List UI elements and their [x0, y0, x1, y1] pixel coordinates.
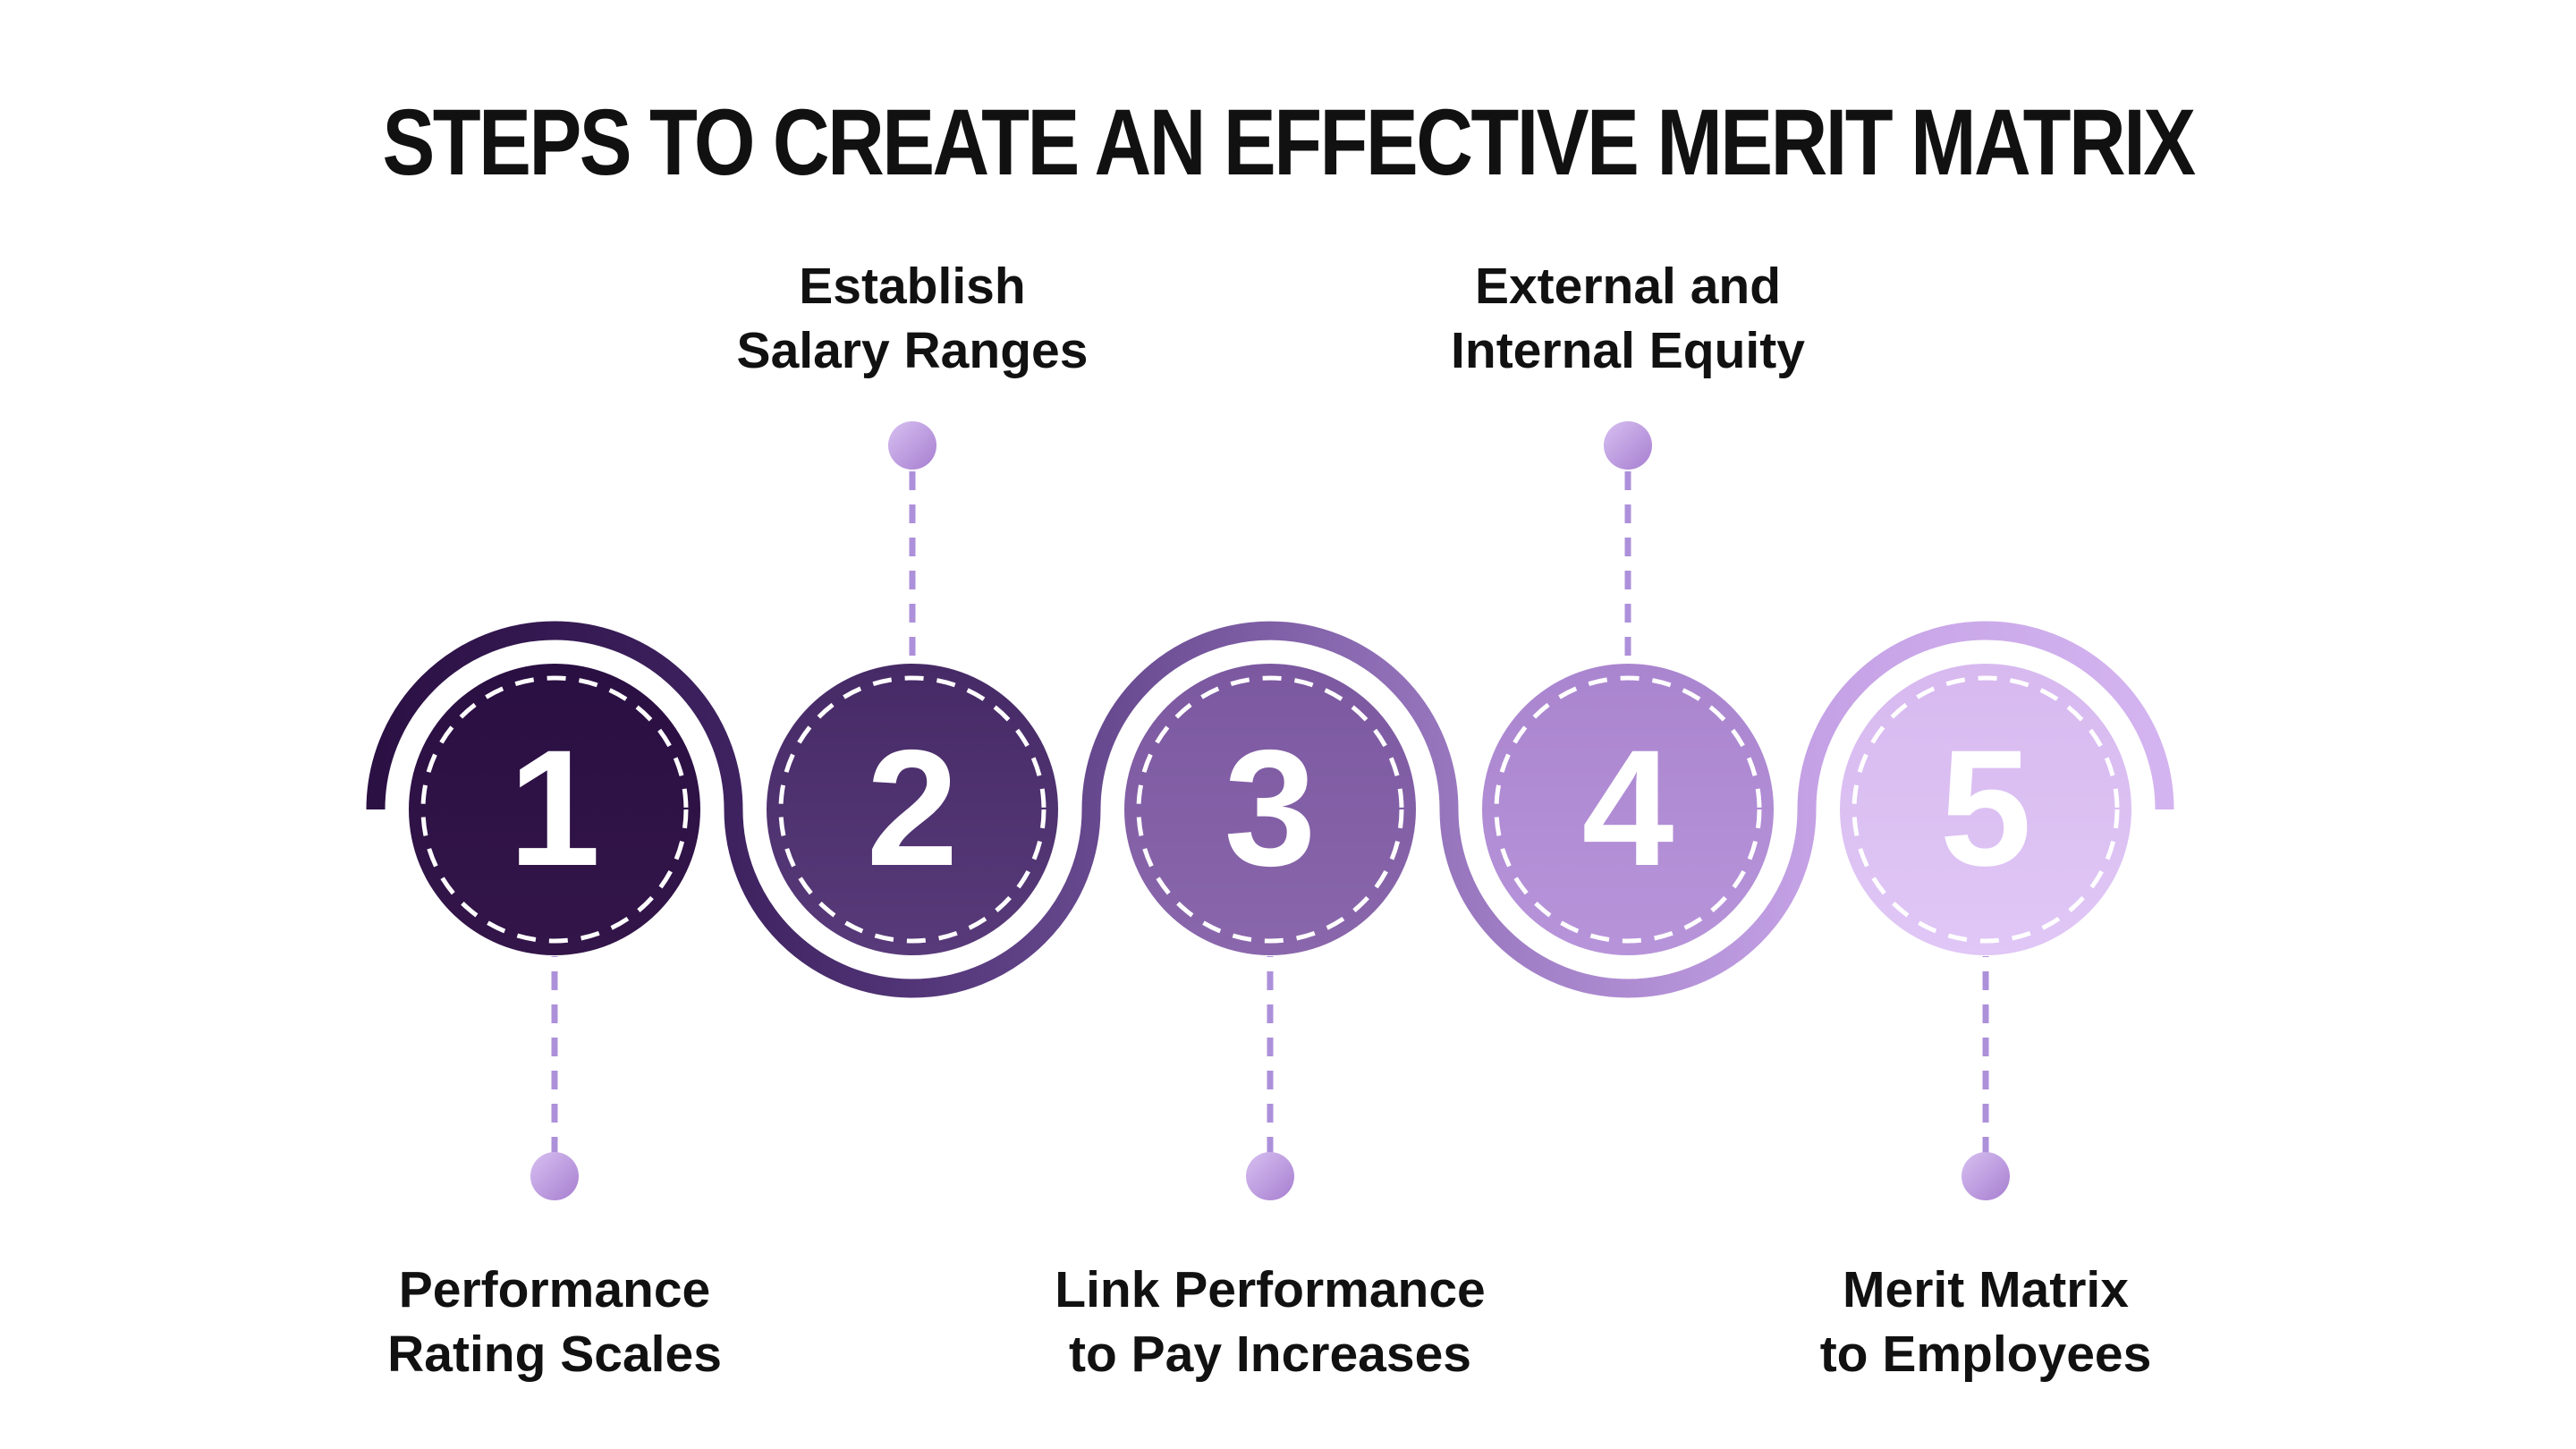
step-2-connector-dot — [888, 421, 936, 470]
step-3-number: 3 — [1224, 716, 1317, 901]
step-1-inner-dashed-ring — [420, 675, 689, 944]
step-1-label-line2: Rating Scales — [387, 1326, 722, 1384]
step-5-label-line1: Merit Matrix — [1843, 1261, 2129, 1318]
step-5-label: Merit Matrix to Employees — [1673, 1258, 2299, 1387]
step-5-label-line2: to Employees — [1819, 1326, 2152, 1384]
step-2-label-line1: Establish — [799, 258, 1026, 315]
step-2-label: Establish Salary Ranges — [599, 254, 1225, 384]
step-5-number: 5 — [1940, 716, 2032, 901]
step-4-number: 4 — [1582, 716, 1674, 901]
step-5: 5 — [1840, 664, 2131, 1200]
step-4-inner-dashed-ring — [1494, 675, 1762, 944]
page-title: STEPS TO CREATE AN EFFECTIVE MERIT MATRI… — [382, 90, 2196, 195]
step-3-label: Link Performance to Pay Increases — [957, 1258, 1583, 1387]
step-1-connector-dot — [530, 1152, 579, 1200]
step-1: 1 — [409, 664, 700, 1200]
step-2-label-line2: Salary Ranges — [736, 322, 1089, 380]
step-3-circle — [1124, 664, 1416, 955]
step-2: 2 — [767, 421, 1058, 955]
step-4-label-line2: Internal Equity — [1451, 322, 1805, 380]
step-1-circle — [409, 664, 700, 955]
step-5-connector-dot — [1962, 1152, 2010, 1200]
wave-connector-line — [366, 621, 2174, 998]
step-5-inner-dashed-ring — [1852, 675, 2120, 944]
step-1-label-line1: Performance — [398, 1261, 711, 1318]
step-4-connector-dot — [1604, 421, 1652, 470]
step-3-label-line1: Link Performance — [1055, 1261, 1486, 1318]
step-3-inner-dashed-ring — [1136, 675, 1404, 944]
step-3-connector-dot — [1246, 1152, 1294, 1200]
step-2-number: 2 — [867, 716, 959, 901]
step-2-inner-dashed-ring — [778, 675, 1046, 944]
step-4-label-line1: External and — [1474, 258, 1782, 315]
step-4: 4 — [1482, 421, 1774, 955]
step-1-number: 1 — [509, 716, 601, 901]
step-2-circle — [767, 664, 1058, 955]
step-5-circle — [1840, 664, 2131, 955]
step-1-label: Performance Rating Scales — [242, 1258, 868, 1387]
step-4-label: External and Internal Equity — [1315, 254, 1941, 384]
step-4-circle — [1482, 664, 1774, 955]
step-3-label-line2: to Pay Increases — [1069, 1326, 1471, 1384]
step-3: 3 — [1124, 664, 1416, 1200]
